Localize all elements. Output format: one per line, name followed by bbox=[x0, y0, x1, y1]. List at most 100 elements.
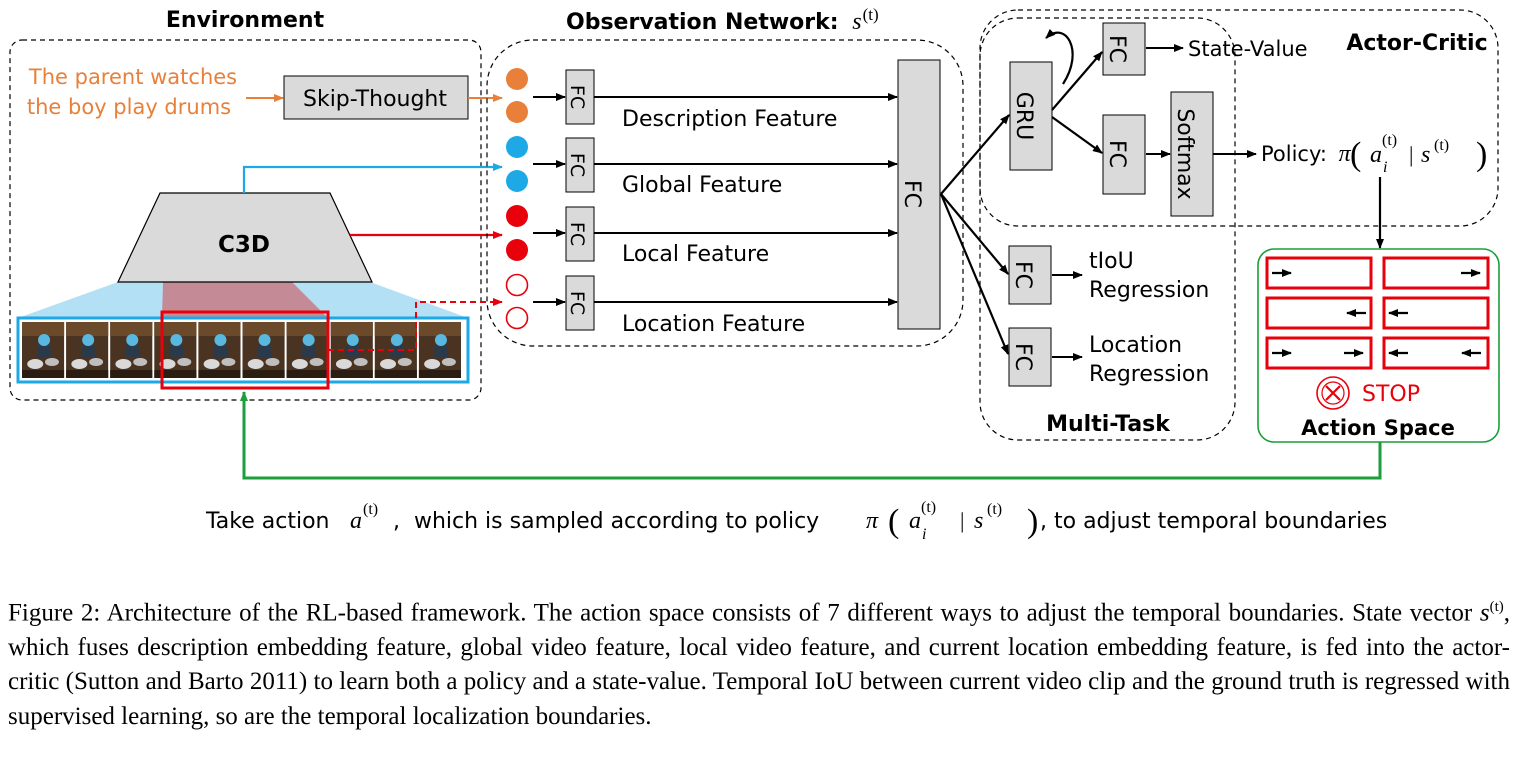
video-frame bbox=[418, 322, 461, 378]
gru-box bbox=[1009, 61, 1053, 171]
feedback-pi: π bbox=[866, 508, 879, 534]
softmax-label: Softmax bbox=[1172, 108, 1197, 199]
location-fc-label: FC bbox=[1010, 343, 1035, 371]
policy-a-sup: (t) bbox=[1382, 132, 1397, 149]
caption-part-1: Figure 2: Architecture of the RL-based f… bbox=[8, 599, 1480, 627]
c3d-block bbox=[117, 192, 373, 283]
feedback-part-3: , to adjust temporal boundaries bbox=[1040, 509, 1387, 534]
policy-s-sup: (t) bbox=[1434, 137, 1449, 154]
policy-a: a bbox=[1370, 142, 1382, 168]
video-clip-border bbox=[16, 316, 470, 384]
feedback-part-1: Take action bbox=[205, 509, 329, 534]
feedback-left-paren: ( bbox=[888, 503, 899, 540]
action-space-title: Action Space bbox=[1301, 416, 1455, 440]
sentence-line-2: the boy play drums bbox=[27, 95, 231, 119]
feedback-a: a bbox=[350, 508, 362, 534]
fusion-to-gru-arrow bbox=[940, 114, 1010, 195]
softmax-box bbox=[1170, 91, 1214, 217]
environment-panel bbox=[9, 39, 482, 401]
recurrent-loop-icon bbox=[1045, 28, 1074, 85]
c3d-label: C3D bbox=[218, 232, 270, 258]
sentence-line-1: The parent watches bbox=[28, 65, 237, 89]
location-dot-1 bbox=[505, 273, 529, 297]
policy-s: s bbox=[1421, 142, 1430, 168]
feedback-s-sup: (t) bbox=[987, 501, 1002, 518]
state-value-label: State-Value bbox=[1188, 37, 1308, 61]
c3d-global-arrow bbox=[242, 163, 503, 193]
policy-fc-box bbox=[1102, 114, 1146, 195]
skip-thought-box bbox=[283, 75, 469, 120]
value-fc-label: FC bbox=[1104, 35, 1129, 63]
action-shift-left-start-right bbox=[1382, 256, 1490, 290]
fusion-to-location-arrow bbox=[939, 193, 1010, 355]
video-frame bbox=[286, 322, 329, 378]
observation-title: Observation Network: s(t) bbox=[566, 5, 879, 35]
tiou-label-2: Regression bbox=[1089, 278, 1209, 303]
policy-a-sub: i bbox=[1383, 159, 1387, 176]
gru-label: GRU bbox=[1011, 92, 1036, 140]
video-frame bbox=[198, 322, 241, 378]
local-dot-1 bbox=[506, 205, 528, 227]
feedback-a2-sup: (t) bbox=[921, 499, 936, 516]
video-frame bbox=[110, 322, 153, 378]
video-frame bbox=[242, 322, 285, 378]
policy-expression: Policy: π bbox=[1261, 141, 1352, 167]
feedback-a2-sub: i bbox=[922, 526, 926, 543]
fc-row-local: FC Local Feature bbox=[533, 206, 898, 267]
caption-s: s bbox=[1479, 599, 1490, 627]
caption-part-2: , which fuses description embedding feat… bbox=[8, 599, 1510, 730]
c3d-projection-local bbox=[162, 282, 328, 318]
feedback-a-sup: (t) bbox=[363, 501, 378, 518]
video-frame bbox=[66, 322, 109, 378]
description-dot-2 bbox=[506, 101, 528, 123]
tiou-fc-label: FC bbox=[1010, 261, 1035, 289]
location-fc-box bbox=[1008, 327, 1052, 387]
fusion-fc-label: FC bbox=[899, 180, 924, 208]
description-dot-1 bbox=[506, 68, 528, 90]
environment-title: Environment bbox=[166, 8, 325, 33]
global-dot-1 bbox=[506, 136, 528, 158]
gru-to-policy-fc-arrow bbox=[1051, 116, 1103, 154]
action-expand-right bbox=[1265, 336, 1373, 370]
stop-label: STOP bbox=[1362, 382, 1420, 407]
figure-caption: Figure 2: Architecture of the RL-based f… bbox=[8, 590, 1510, 734]
architecture-diagram: Environment The parent watches the boy p… bbox=[9, 5, 1500, 543]
feedback-arrow bbox=[240, 391, 1382, 480]
action-shift-right bbox=[1265, 256, 1373, 290]
location-dot-2 bbox=[505, 306, 529, 330]
multi-task-title: Multi-Task bbox=[1046, 412, 1171, 437]
description-feature-label: Description Feature bbox=[622, 107, 837, 132]
location-arrow bbox=[328, 298, 503, 351]
action-end-left bbox=[1265, 296, 1373, 330]
policy-left-paren: ( bbox=[1350, 136, 1361, 173]
video-frames bbox=[22, 322, 461, 378]
location-label-1: Location bbox=[1089, 333, 1182, 358]
local-feature-label: Local Feature bbox=[622, 242, 769, 267]
actor-critic-title: Actor-Critic bbox=[1346, 31, 1487, 56]
action-space-panel bbox=[1257, 248, 1500, 443]
tiou-fc-box bbox=[1008, 245, 1052, 305]
skip-thought-label: Skip-Thought bbox=[303, 87, 447, 112]
fc-row-description: FC Description Feature bbox=[533, 69, 898, 132]
feedback-part-2: , which is sampled according to policy bbox=[393, 509, 819, 534]
feedback-a2: a bbox=[909, 508, 921, 534]
feedback-text: Take action a (t) , which is sampled acc… bbox=[205, 499, 1387, 543]
fusion-to-tiou-arrow bbox=[940, 193, 1009, 275]
feedback-right-paren: ) bbox=[1027, 503, 1038, 540]
caption-sup: (t) bbox=[1489, 599, 1504, 615]
tiou-label-1: tIoU bbox=[1089, 249, 1134, 274]
fc-row-global: FC Global Feature bbox=[533, 137, 898, 198]
fc-label: FC bbox=[566, 153, 588, 177]
gru-to-value-fc-arrow bbox=[1051, 51, 1103, 111]
policy-bar: | bbox=[1409, 142, 1413, 167]
global-dot-2 bbox=[506, 170, 528, 192]
local-dot-2 bbox=[506, 239, 528, 261]
fc-row-location: FC Location Feature bbox=[533, 275, 898, 337]
stop-icon bbox=[1316, 376, 1350, 410]
actor-critic-panel bbox=[979, 9, 1499, 227]
action-start-left bbox=[1382, 296, 1490, 330]
multi-task-panel bbox=[979, 17, 1236, 441]
fc-label: FC bbox=[566, 222, 588, 246]
location-label-2: Regression bbox=[1089, 362, 1209, 387]
global-feature-label: Global Feature bbox=[622, 173, 782, 198]
